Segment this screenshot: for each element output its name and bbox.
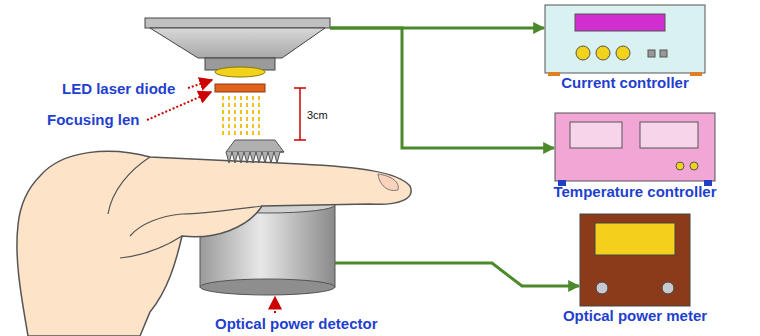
signal-cable (330, 28, 554, 148)
signal-cable (335, 263, 579, 286)
instrument-box: Current controller (545, 5, 705, 97)
laser-head: LED laser diode (145, 18, 330, 70)
device-label: Optical power detector (215, 315, 378, 333)
current-controller-device (545, 5, 705, 76)
temperature-controller-device (555, 113, 715, 186)
device-label: Temperature controller (553, 183, 716, 201)
laser-housing (145, 18, 330, 77)
part-label: Focusing len (47, 111, 140, 129)
instrument-box: Optical power meter (580, 214, 690, 326)
detector-box: Optical power detector (200, 205, 335, 287)
device-label: Current controller (561, 74, 689, 92)
laser-beams (223, 96, 259, 136)
device-label: LED laser diode (62, 80, 175, 98)
power-meter-device (580, 214, 690, 306)
dimension-label: 3cm (307, 106, 328, 124)
instrument-box: Temperature controller (555, 113, 715, 205)
hand (17, 151, 411, 336)
probe (226, 140, 284, 163)
dimension-bracket (294, 88, 306, 140)
focusing-lens (215, 84, 265, 92)
device-label: Optical power meter (563, 307, 707, 325)
callout-leaders (147, 80, 275, 313)
